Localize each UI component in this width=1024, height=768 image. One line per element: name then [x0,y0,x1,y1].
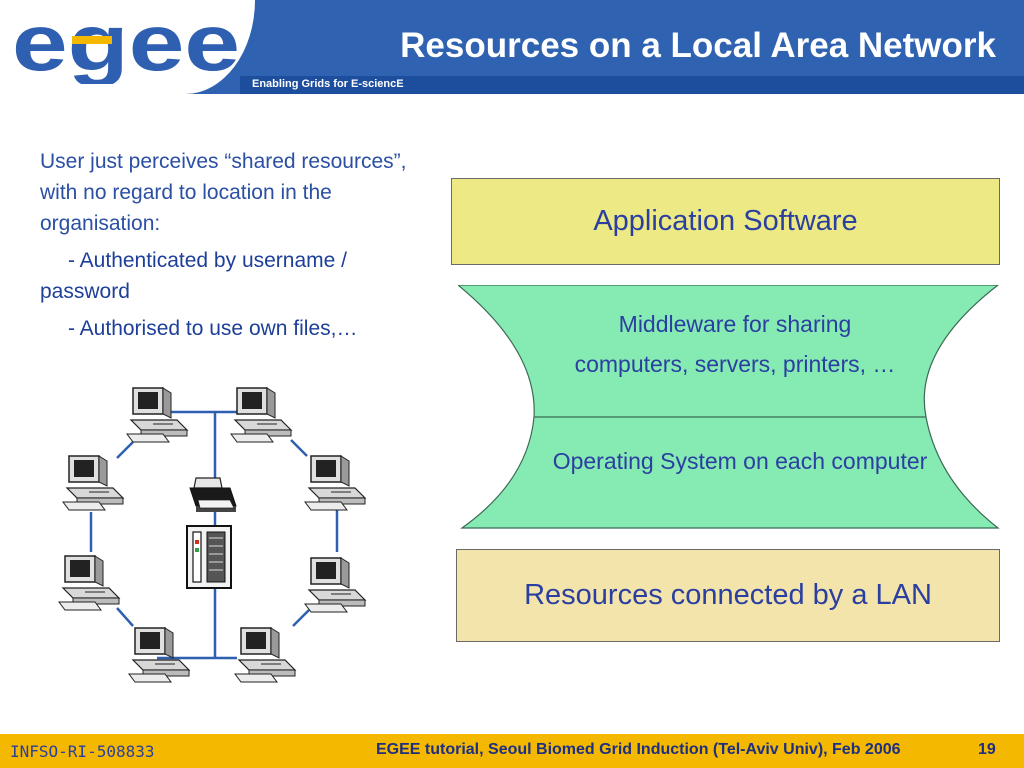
lan-network-diagram [58,387,366,683]
slide-title: Resources on a Local Area Network [400,26,996,65]
computer-8-icon [234,627,296,683]
middleware-line2: computers, servers, printers, … [574,351,896,377]
computer-7-icon [128,627,190,683]
lan-resources-box: Resources connected by a LAN [456,549,1000,642]
application-software-box: Application Software [451,178,1000,265]
para-authorised: - Authorised to use own files,… [40,313,440,344]
computer-1-icon [126,387,188,443]
para-shared-resources: User just perceives “shared resources”, … [40,150,407,235]
server-tower-icon [186,525,232,589]
computer-3-icon [62,455,124,511]
logo-text: egee [12,8,240,84]
para-authorised-text: - Authorised to use own files,… [68,317,358,340]
para-authenticated: - Authenticated by username / password [40,245,440,307]
computer-2-icon [230,387,292,443]
footer-bar [0,734,1024,768]
page-number: 19 [978,741,996,758]
operating-system-label: Operating System on each computer [552,448,928,474]
printer-icon [189,477,237,512]
computer-6-icon [304,557,366,613]
computer-5-icon [58,555,120,611]
para-authenticated-text: - Authenticated by username / password [40,249,347,303]
tagline: Enabling Grids for E-sciencE [252,78,404,90]
lan-resources-label: Resources connected by a LAN [524,579,932,611]
logo-area: egee [0,0,255,94]
middleware-label: Middleware for sharing computers, server… [520,304,950,384]
header-strip [240,76,1024,94]
footer-project-id: INFSO-RI-508833 [10,742,155,761]
egee-logo: egee [12,8,240,84]
footer-event: EGEE tutorial, Seoul Biomed Grid Inducti… [376,741,901,758]
computer-4-icon [304,455,366,511]
body-text: User just perceives “shared resources”, … [40,146,440,344]
application-software-label: Application Software [593,205,858,237]
middleware-line1: Middleware for sharing [618,311,852,337]
middleware-os-hourglass [458,285,1000,529]
